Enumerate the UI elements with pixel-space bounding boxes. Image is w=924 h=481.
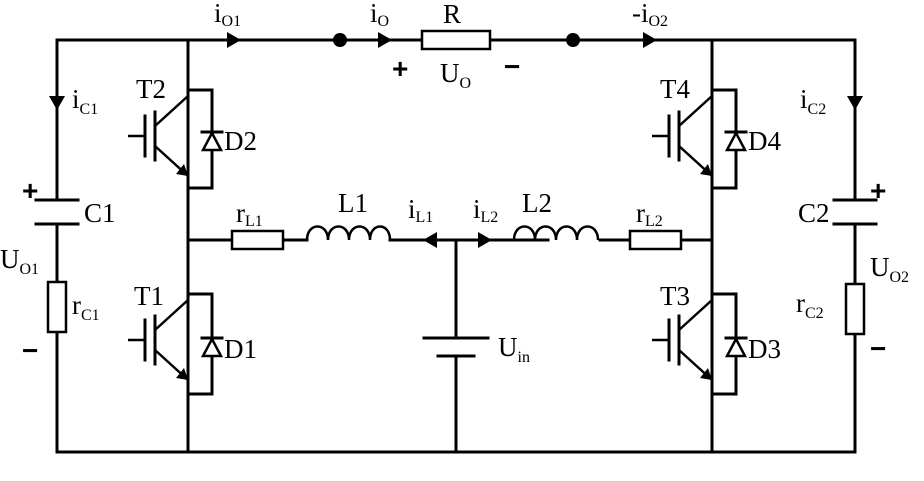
uo-label: UO	[440, 58, 471, 92]
t4-label: T4	[660, 74, 690, 104]
d3-label: D3	[748, 334, 781, 364]
uo-plus-sign: +	[392, 53, 408, 84]
d1-label: D1	[224, 334, 257, 364]
c2-label: C2	[798, 198, 830, 228]
l2-label: L2	[522, 188, 552, 218]
wires	[55, 38, 857, 454]
uo1-label: UO1	[0, 244, 39, 278]
node-dot-right	[566, 33, 580, 47]
resistor-rl2	[628, 229, 683, 251]
io-arrow-icon	[378, 32, 392, 48]
inductor-l2	[512, 225, 600, 241]
il2-arrow-icon	[478, 232, 492, 248]
c2-plus-sign: +	[870, 175, 886, 206]
ic2-label: iC2	[800, 84, 826, 118]
uo2-label: UO2	[870, 252, 909, 286]
ic1-arrow-icon	[49, 96, 65, 110]
t3-label: T3	[660, 281, 690, 311]
resistor-rl1	[230, 229, 285, 251]
c1-minus-sign: −	[22, 335, 38, 366]
io2-arrow-icon	[643, 32, 657, 48]
io1-label: iO1	[214, 0, 241, 30]
l1-label: L1	[338, 188, 368, 218]
resistor-rc1	[46, 280, 68, 334]
diode-d3-icon	[724, 336, 748, 358]
node-dot-left	[333, 33, 347, 47]
ic1-label: iC1	[72, 84, 98, 118]
diode-d4-icon	[724, 130, 748, 152]
switch-t2	[128, 88, 224, 190]
uo-minus-sign: −	[504, 51, 520, 82]
diode-d1-icon	[200, 336, 224, 358]
io1-arrow-icon	[227, 32, 241, 48]
rl1-label: rL1	[236, 198, 263, 230]
switch-t1	[128, 292, 224, 396]
il2-label: iL2	[473, 194, 498, 226]
t1-label: T1	[134, 281, 164, 311]
io-label: iO	[370, 0, 389, 30]
c1-plus-sign: +	[22, 175, 38, 206]
inductor-l1	[305, 225, 392, 241]
d2-label: D2	[224, 126, 257, 156]
uin-label: Uin	[498, 332, 530, 366]
il1-label: iL1	[408, 194, 433, 226]
resistor-r	[420, 29, 492, 51]
c1-label: C1	[84, 198, 116, 228]
d4-label: D4	[748, 126, 781, 156]
resistor-rc2	[844, 282, 866, 336]
switch-t4	[652, 88, 748, 190]
diode-d2-icon	[200, 130, 224, 152]
il1-arrow-icon	[423, 232, 437, 248]
io2-label: -iO2	[632, 0, 668, 30]
switch-t3	[652, 292, 748, 396]
rl2-label: rL2	[636, 198, 663, 230]
c2-minus-sign: −	[870, 333, 886, 364]
ic2-arrow-icon	[847, 96, 863, 110]
resistor-r-label: R	[443, 0, 461, 29]
rc2-label: rC2	[796, 288, 824, 322]
t2-label: T2	[136, 74, 166, 104]
rc1-label: rC1	[72, 290, 100, 324]
